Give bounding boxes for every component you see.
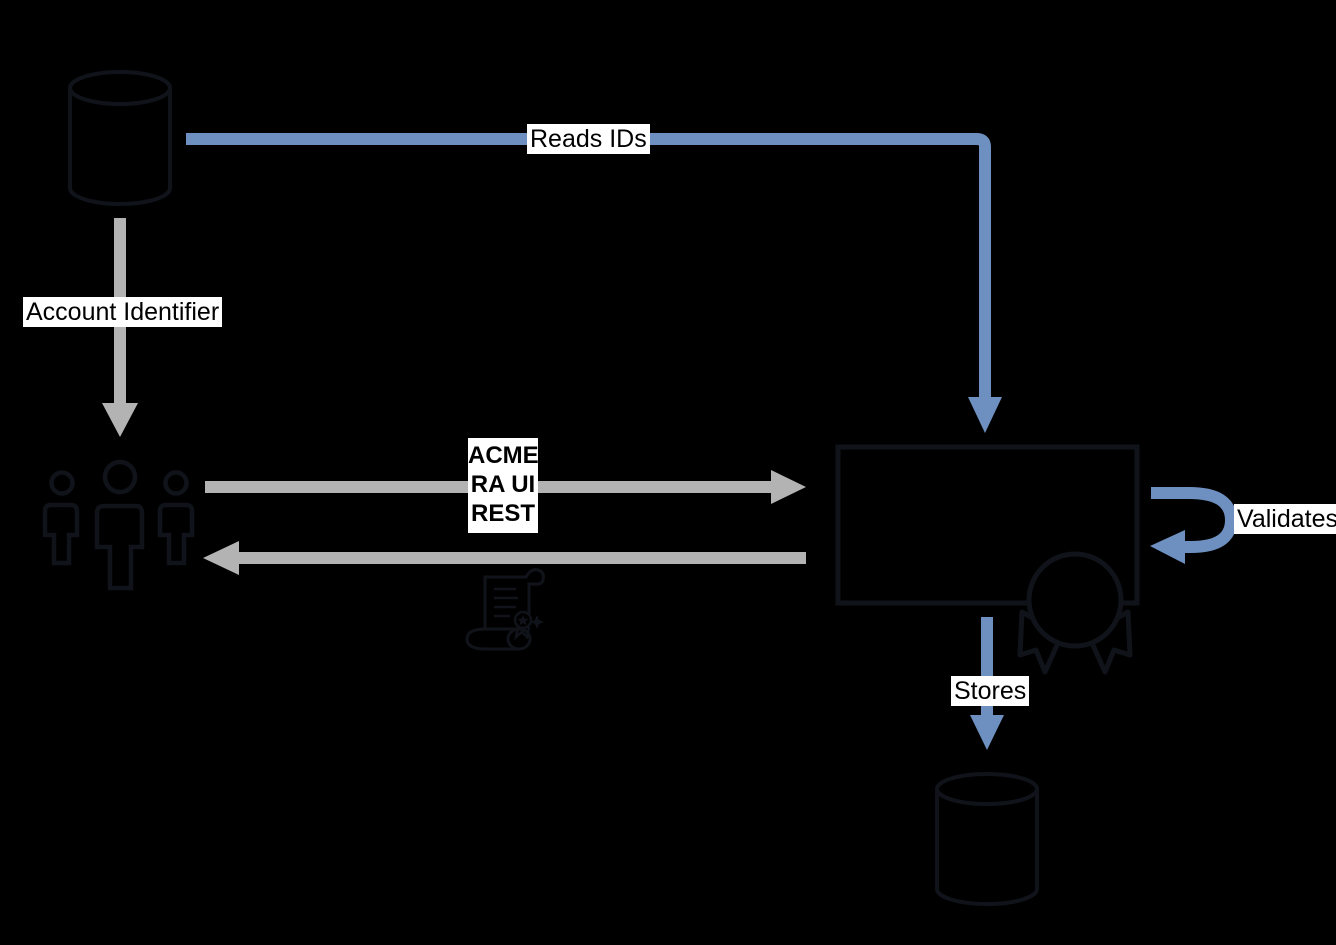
- label-validates: Validates: [1234, 504, 1336, 534]
- validates-loop-arrow: [1150, 487, 1238, 564]
- reads-ids-arrow: [186, 133, 1002, 433]
- source-database-icon: [68, 70, 172, 206]
- label-account-identifier: Account Identifier: [23, 297, 223, 327]
- target-database-icon: [935, 772, 1039, 906]
- label-acme-line2: RA UI: [470, 471, 536, 498]
- certificate-scroll-icon: [465, 568, 545, 651]
- label-acme-line3: REST: [470, 500, 535, 527]
- rosette-ribbon-icon: [1017, 551, 1133, 675]
- response-arrow: [203, 541, 806, 575]
- account-identifier-arrow: [102, 218, 138, 437]
- label-stores: Stores: [951, 676, 1030, 706]
- label-reads-ids: Reads IDs: [527, 124, 650, 154]
- label-acme-line1: ACME: [468, 442, 539, 469]
- user-group-icon: [42, 459, 195, 591]
- label-acme-ra-ui-rest: ACME RA UI REST: [468, 438, 539, 533]
